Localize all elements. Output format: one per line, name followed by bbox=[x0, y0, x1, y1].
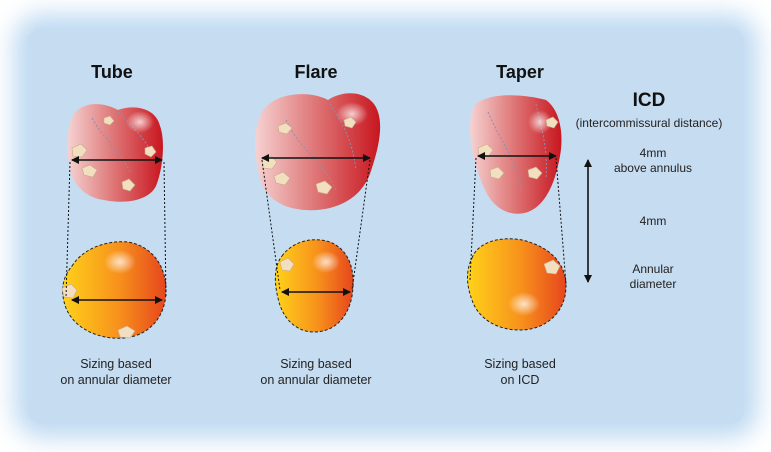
tube-title: Tube bbox=[91, 62, 133, 82]
taper-title: Taper bbox=[496, 62, 544, 82]
flare-annulus bbox=[274, 239, 354, 333]
taper-caption-line1: Sizing based bbox=[484, 357, 556, 371]
annular-level-line2: diameter bbox=[629, 277, 677, 291]
annular-level-line1: Annular bbox=[632, 262, 674, 276]
flare-caption-line2: on annular diameter bbox=[260, 373, 372, 387]
annular-level-label: Annular diameter bbox=[598, 262, 708, 292]
diagram-panel bbox=[28, 28, 744, 424]
upper-level-label: 4mm above annulus bbox=[598, 146, 708, 176]
flare-caption-line1: Sizing based bbox=[280, 357, 352, 371]
taper-caption-line2: on ICD bbox=[500, 373, 540, 387]
upper-level-line2: above annulus bbox=[613, 161, 693, 175]
upper-level-line1: 4mm bbox=[639, 146, 667, 160]
flare-caption: Sizing based on annular diameter bbox=[236, 356, 396, 388]
icd-title: ICD bbox=[632, 90, 666, 111]
tube-valve-group bbox=[61, 104, 167, 339]
flare-title: Flare bbox=[294, 62, 338, 82]
icd-subtitle: (intercommissural distance) bbox=[575, 116, 723, 130]
taper-annulus bbox=[467, 238, 567, 331]
taper-valve-group bbox=[467, 95, 567, 331]
tube-caption-line1: Sizing based bbox=[80, 357, 152, 371]
tube-annulus bbox=[62, 241, 167, 339]
tube-caption: Sizing based on annular diameter bbox=[36, 356, 196, 388]
tube-caption-line2: on annular diameter bbox=[60, 373, 172, 387]
flare-valve-group bbox=[255, 93, 381, 333]
taper-caption: Sizing based on ICD bbox=[440, 356, 600, 388]
height-label: 4mm bbox=[639, 214, 667, 228]
